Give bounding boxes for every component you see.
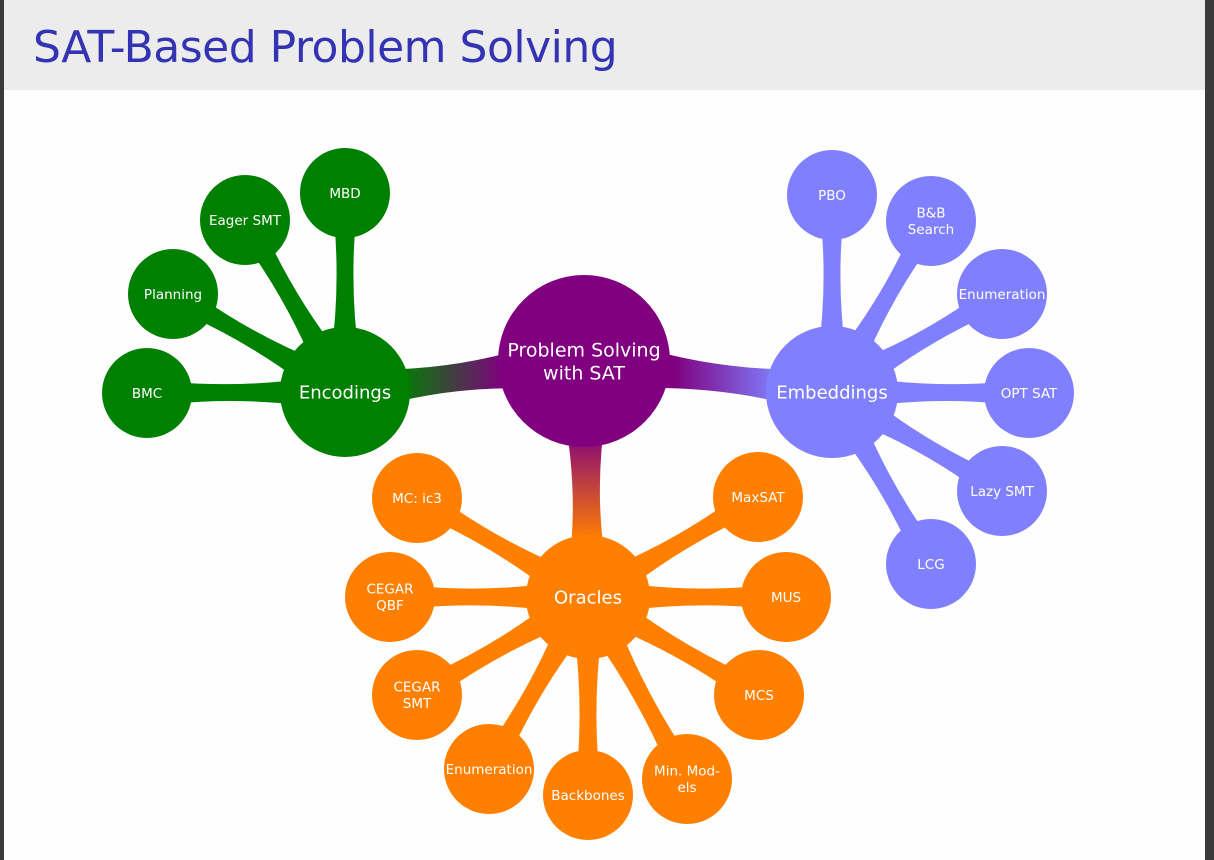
mindmap-node-oracles-min-mod-els-label: Min. Mod- bbox=[654, 764, 720, 780]
link-center-oracles bbox=[562, 407, 607, 564]
mindmap-embeddings-node: Embeddings bbox=[766, 326, 898, 458]
mindmap-center-node-label: Problem Solving bbox=[507, 339, 660, 361]
mindmap-node-oracles-mus-label: MUS bbox=[771, 590, 801, 606]
mindmap-oracles-node-label: Oracles bbox=[554, 587, 622, 608]
mindmap-node-encodings-mbd: MBD bbox=[300, 148, 390, 238]
mindmap-node-embeddings-lazy-smt: Lazy SMT bbox=[957, 446, 1047, 536]
link-oracles-cegar-smt bbox=[433, 601, 566, 693]
mindmap-node-encodings-bmc-label: BMC bbox=[132, 386, 162, 402]
slide-title: SAT-Based Problem Solving bbox=[33, 22, 618, 73]
mindmap-embeddings-node-circle bbox=[766, 326, 898, 458]
mindmap-node-oracles-backbones: Backbones bbox=[543, 750, 633, 840]
mindmap-node-oracles-min-mod-els: Min. Mod-els bbox=[642, 734, 732, 824]
mindmap-node-embeddings-lazy-smt-label: Lazy SMT bbox=[970, 484, 1034, 500]
link-center-embeddings bbox=[628, 345, 799, 406]
link-embeddings-opt-sat bbox=[868, 378, 1005, 407]
mindmap-node-oracles-cegar-smt-circle bbox=[372, 650, 462, 740]
mindmap-node-embeddings-pbo-circle bbox=[787, 150, 877, 240]
mindmap-node-embeddings-enumeration-circle bbox=[957, 249, 1047, 339]
mindmap-node-encodings-mbd-label: MBD bbox=[329, 186, 360, 202]
mindmap-node-embeddings-enumeration-label: Enumeration bbox=[959, 287, 1046, 303]
mindmap-center-node-circle bbox=[498, 275, 670, 447]
slide: SAT-Based Problem Solving Problem Solvin… bbox=[4, 0, 1205, 860]
mindmap-oracles-node-circle bbox=[526, 535, 650, 659]
mindmap-node-encodings-planning-circle bbox=[128, 249, 218, 339]
mindmap-node-oracles-mc-ic3: MC: ic3 bbox=[372, 453, 462, 543]
link-encodings-bmc bbox=[171, 378, 310, 407]
mindmap-node-encodings-planning: Planning bbox=[128, 249, 218, 339]
link-oracles-enumeration bbox=[491, 619, 584, 754]
mindmap-node-encodings-bmc-circle bbox=[102, 348, 192, 438]
mindmap-node-oracles-maxsat-label: MaxSAT bbox=[731, 490, 785, 506]
link-oracles-cegar-qbf bbox=[414, 583, 554, 611]
mindmap-node-oracles-mus-circle bbox=[741, 552, 831, 642]
link-oracles-backbones bbox=[574, 631, 602, 771]
mindmap-encodings-node-label: Encodings bbox=[299, 382, 391, 403]
mindmap-node-oracles-mc-ic3-circle bbox=[372, 453, 462, 543]
mindmap-node-oracles-min-mod-els-label: els bbox=[677, 780, 696, 796]
mindmap-node-oracles-mc-ic3-label: MC: ic3 bbox=[392, 491, 442, 507]
mindmap-node-oracles-cegar-qbf-label: CEGAR bbox=[366, 582, 413, 598]
title-bar: SAT-Based Problem Solving bbox=[4, 0, 1205, 90]
mindmap-node-embeddings-enumeration: Enumeration bbox=[957, 249, 1047, 339]
mindmap-node-oracles-enumeration-circle bbox=[444, 724, 534, 814]
mindmap-embeddings-node-label: Embeddings bbox=[776, 382, 887, 403]
mindmap-node-embeddings-b-b-search-circle bbox=[886, 176, 976, 266]
mindmap-center-node-label: with SAT bbox=[543, 362, 625, 384]
mindmap-node-oracles-cegar-smt-label: SMT bbox=[403, 696, 432, 712]
mindmap-node-embeddings-b-b-search-label: Search bbox=[908, 222, 954, 238]
mindmap-encodings-node: Encodings bbox=[280, 327, 410, 457]
link-oracles-maxsat bbox=[610, 500, 743, 592]
mindmap-node-encodings-mbd-circle bbox=[300, 148, 390, 238]
mindmap-node-encodings-eager-smt-label: Eager SMT bbox=[209, 213, 282, 229]
mindmap-node-oracles-enumeration: Enumeration bbox=[444, 724, 534, 814]
mindmap-node-oracles-cegar-smt-label: CEGAR bbox=[393, 680, 440, 696]
link-embeddings-pbo bbox=[818, 219, 846, 356]
mindmap-node-oracles-min-mod-els-circle bbox=[642, 734, 732, 824]
mindmap-node-embeddings-opt-sat: OPT SAT bbox=[984, 348, 1074, 438]
mindmap-node-oracles-maxsat: MaxSAT bbox=[713, 452, 803, 542]
mindmap-node-embeddings-pbo: PBO bbox=[787, 150, 877, 240]
link-oracles-mcs bbox=[610, 601, 743, 693]
mindmap-node-embeddings-opt-sat-circle bbox=[984, 348, 1074, 438]
mindmap-node-embeddings-lcg-label: LCG bbox=[917, 557, 944, 573]
mindmap-node-encodings-bmc: BMC bbox=[102, 348, 192, 438]
mindmap-node-oracles-cegar-qbf-circle bbox=[345, 552, 435, 642]
link-encodings-mbd bbox=[331, 217, 359, 357]
mindmap-node-encodings-eager-smt: Eager SMT bbox=[200, 175, 290, 265]
link-oracles-mc-ic3 bbox=[432, 500, 566, 593]
mindmap-node-oracles-backbones-circle bbox=[543, 750, 633, 840]
mindmap-node-embeddings-lazy-smt-circle bbox=[957, 446, 1047, 536]
mindmap-node-oracles-cegar-qbf-label: QBF bbox=[376, 598, 404, 614]
mindmap-node-oracles-mcs: MCS bbox=[714, 650, 804, 740]
mindmap-node-embeddings-pbo-label: PBO bbox=[818, 188, 846, 204]
mindmap-encodings-node-circle bbox=[280, 327, 410, 457]
link-oracles-min-mod-els bbox=[591, 620, 685, 763]
mindmap-oracles-node: Oracles bbox=[526, 535, 650, 659]
link-oracles-mus bbox=[622, 583, 762, 611]
mindmap-node-oracles-mus: MUS bbox=[741, 552, 831, 642]
mindmap-node-oracles-enumeration-label: Enumeration bbox=[446, 762, 533, 778]
mindmap-node-embeddings-lcg-circle bbox=[886, 519, 976, 609]
mindmap-node-encodings-planning-label: Planning bbox=[144, 287, 202, 303]
mindmap-node-oracles-mcs-label: MCS bbox=[744, 688, 774, 704]
mindmap-node-oracles-mcs-circle bbox=[714, 650, 804, 740]
mindmap-node-embeddings-lcg: LCG bbox=[886, 519, 976, 609]
mindmap-node-embeddings-opt-sat-label: OPT SAT bbox=[1001, 386, 1058, 402]
mindmap-node-oracles-maxsat-circle bbox=[713, 452, 803, 542]
mindmap-node-embeddings-b-b-search-label: B&B bbox=[916, 206, 945, 222]
mindmap-node-oracles-backbones-label: Backbones bbox=[551, 788, 625, 804]
mindmap-node-encodings-eager-smt-circle bbox=[200, 175, 290, 265]
window-edge bbox=[1205, 0, 1214, 860]
